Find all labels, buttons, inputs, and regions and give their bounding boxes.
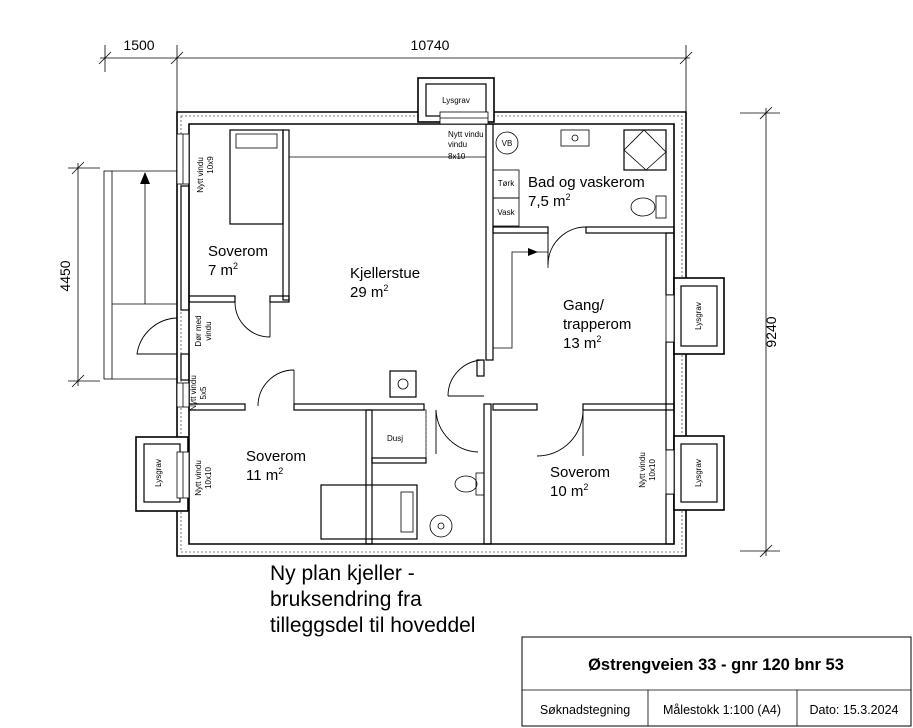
lysgrav-right-lower-label: Lysgrav xyxy=(694,459,703,487)
lysgrav-top-label: Lysgrav xyxy=(442,96,470,105)
room-soverom-10-name: Soverom xyxy=(550,464,610,481)
plan-title-line-2: bruksendring fra xyxy=(270,588,422,611)
room-soverom-11-name: Soverom xyxy=(246,448,306,465)
room-bad-area: 7,5 m2 xyxy=(528,192,571,210)
plan-title-line-1: Ny plan kjeller - xyxy=(270,562,415,585)
note-window-7-a: Nytt vindu xyxy=(196,157,205,193)
dim-left: 4450 xyxy=(57,260,73,291)
note-window-7-b: 10x9 xyxy=(206,156,215,174)
tork-label: Tørk xyxy=(498,179,515,188)
room-soverom-11-area: 11 m2 xyxy=(246,466,283,484)
lysgrav-right-lower xyxy=(673,435,725,511)
lysgrav-left-label: Lysgrav xyxy=(154,459,163,487)
title-block-date: Dato: 15.3.2024 xyxy=(810,703,899,717)
note-door-b: vindu xyxy=(204,321,213,340)
room-kjellerstue-name: Kjellerstue xyxy=(350,265,420,282)
interior-stair xyxy=(492,233,549,349)
note-top-window-1: Nytt vindu xyxy=(448,130,484,139)
dimension-lines xyxy=(68,45,780,558)
plan-title-line-3: tilleggsdel til hoveddel xyxy=(270,614,475,637)
dim-top-main: 10740 xyxy=(411,37,450,53)
vb-label: VB xyxy=(502,139,513,148)
vask-label: Vask xyxy=(497,208,515,217)
title-block-address: Østrengveien 33 - gnr 120 bnr 53 xyxy=(588,656,844,674)
room-soverom-7-area: 7 m2 xyxy=(208,261,238,279)
room-gang-name-1: Gang/ xyxy=(563,297,605,314)
fixtures xyxy=(229,129,667,540)
note-window-11-a: Nytt vindu xyxy=(194,460,203,496)
note-top-window-2: vindu xyxy=(448,140,467,149)
dim-right: 9240 xyxy=(763,316,779,347)
note-door-a: Dør med xyxy=(194,315,203,346)
note-window-5x5-b: 5x5 xyxy=(199,386,208,399)
room-gang-area: 13 m2 xyxy=(563,334,601,352)
doors xyxy=(234,226,587,457)
room-soverom-10-area: 10 m2 xyxy=(550,482,588,500)
room-bad-name: Bad og vaskerom xyxy=(528,174,645,191)
entrance-stair xyxy=(103,170,178,380)
lysgrav-right-upper xyxy=(673,277,725,355)
room-soverom-7-name: Soverom xyxy=(208,243,268,260)
title-block xyxy=(521,636,912,727)
room-gang-name-2: trapperom xyxy=(563,316,631,333)
note-window-10-b: 10x10 xyxy=(648,459,657,481)
note-top-window-size: 8x10 xyxy=(448,152,466,161)
note-window-5x5-a: Nytt vindu xyxy=(189,375,198,411)
title-block-type: Søknadstegning xyxy=(540,703,630,717)
windows xyxy=(176,111,675,499)
note-window-10-a: Nytt vindu xyxy=(638,452,647,488)
dusj-label: Dusj xyxy=(387,434,403,443)
title-block-scale: Målestokk 1:100 (A4) xyxy=(663,703,781,717)
room-kjellerstue-area: 29 m2 xyxy=(350,283,388,301)
dim-top-left: 1500 xyxy=(123,37,154,53)
lysgrav-right-upper-label: Lysgrav xyxy=(694,302,703,330)
note-window-11-b: 10x10 xyxy=(204,467,213,489)
